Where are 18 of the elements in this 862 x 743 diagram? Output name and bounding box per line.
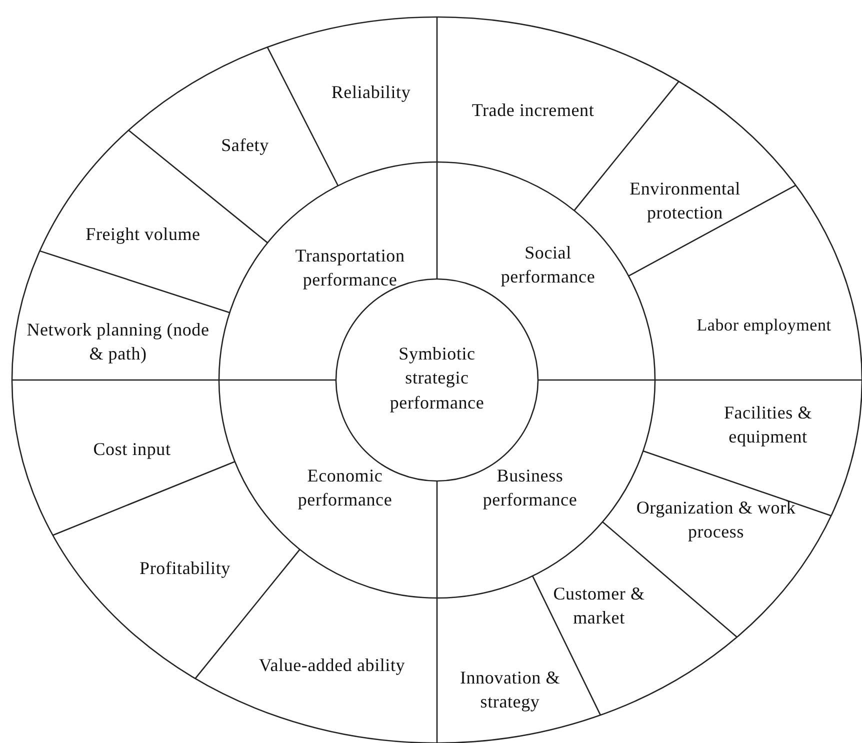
outer-sector-label: Reliability [316, 80, 426, 104]
outer-sector-label: Organization & work process [631, 496, 801, 544]
outer-sector-label: Labor employment [674, 314, 854, 338]
ring-sector-label: Social performance [483, 240, 613, 290]
outer-sector-label: Trade increment [448, 98, 618, 122]
outer-sector-label: Safety [205, 132, 285, 158]
outer-sector-label: Customer & market [539, 582, 659, 630]
outer-sector-label: Network planning (node & path) [23, 318, 213, 366]
outer-sector-label: Value-added ability [237, 652, 427, 678]
outer-sector-label: Cost input [72, 436, 192, 462]
outer-sector-label: Freight volume [63, 222, 223, 246]
outer-sector-label: Profitability [120, 556, 250, 580]
ring-sector-label: Transportation performance [275, 244, 425, 292]
outer-sector-label: Facilities & equipment [698, 400, 838, 450]
outer-sector-label: Innovation & strategy [445, 666, 575, 714]
outer-sector-label: Environmental protection [605, 176, 765, 226]
ring-sector-label: Economic performance [280, 464, 410, 512]
ring-sector-label: Business performance [465, 464, 595, 512]
